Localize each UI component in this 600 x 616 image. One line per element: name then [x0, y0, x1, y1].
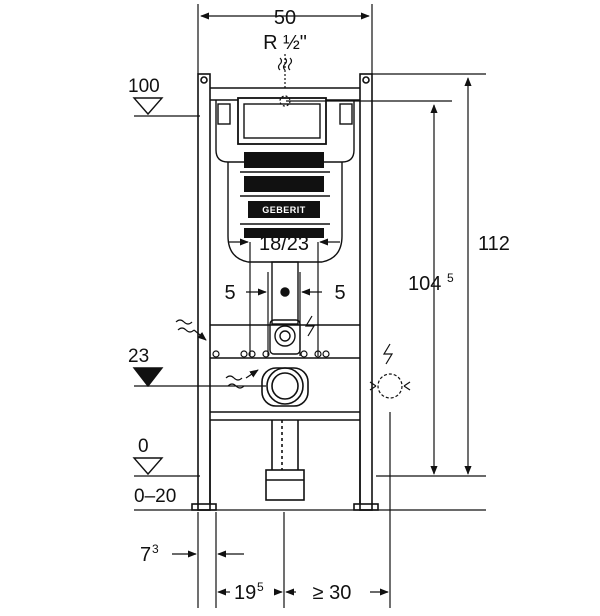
dim-total-height: 112 — [478, 233, 510, 255]
brand-logo-plate — [248, 201, 320, 218]
level-triangle-top — [132, 97, 164, 116]
level-connection: 23 — [128, 346, 149, 367]
dim-offset-left: 5 — [224, 282, 235, 304]
dimension-lines — [134, 4, 486, 608]
dim-bottom-left: 7 — [140, 544, 151, 566]
dim-button-spacing: 18/23 — [259, 233, 309, 255]
dim-offset-right: 5 — [334, 282, 345, 304]
cistern-panels — [244, 152, 324, 238]
dim-supply-connection: R ½" — [263, 32, 307, 54]
level-floor: 0 — [138, 436, 149, 457]
dim-flush-height-sup: 5 — [447, 271, 454, 285]
flush-pipe — [269, 261, 301, 355]
dim-bottom-right: ≥ 30 — [313, 582, 352, 604]
level-floor-range: 0–20 — [134, 486, 176, 507]
level-top: 100 — [128, 76, 160, 97]
dim-flush-height: 104 — [408, 273, 441, 295]
dim-bottom-mid: 19 — [234, 582, 256, 604]
dim-frame-width: 50 — [274, 7, 296, 29]
level-triangle-connection — [132, 367, 164, 388]
drain-connection — [261, 367, 309, 501]
frame-holes — [212, 350, 330, 358]
dim-bottom-left-sup: 3 — [152, 542, 159, 556]
level-markers — [132, 97, 164, 476]
level-triangle-floor — [132, 457, 164, 476]
brand-logo: GEBERIT — [262, 205, 306, 215]
dim-bottom-mid-sup: 5 — [257, 580, 264, 594]
